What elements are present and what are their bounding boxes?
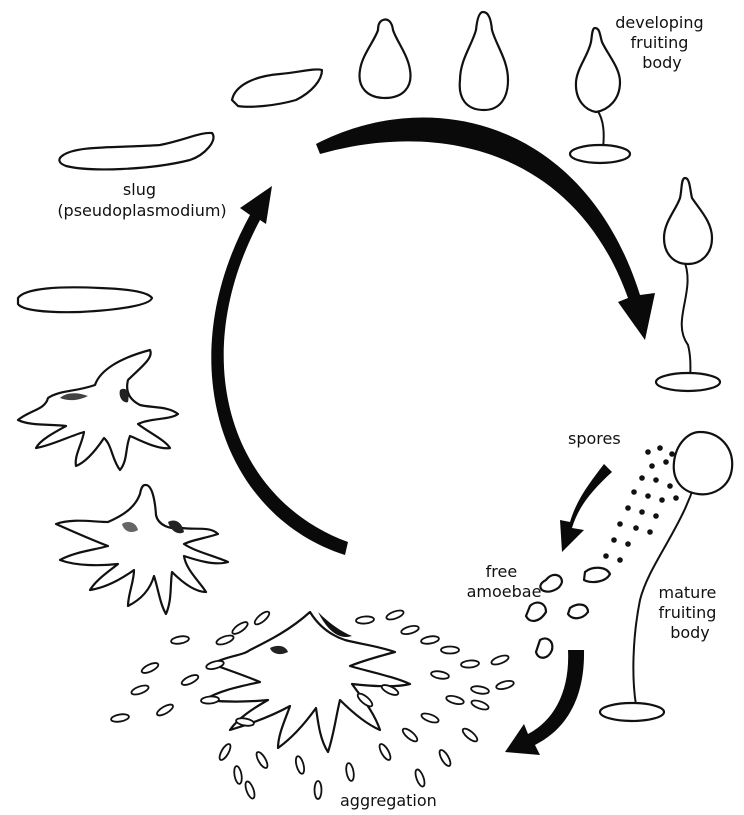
label-spores: spores bbox=[568, 429, 621, 448]
aggregate-with-tip-lower bbox=[56, 485, 228, 614]
spore-dot bbox=[663, 459, 669, 465]
arrow-left bbox=[211, 186, 348, 555]
mature-fruiting-body bbox=[600, 432, 732, 721]
spore-dot bbox=[657, 445, 663, 451]
spore-dot bbox=[633, 525, 639, 531]
amoeba-cell bbox=[401, 727, 419, 744]
amoeba-cell bbox=[441, 647, 459, 654]
amoeba-cell bbox=[111, 713, 130, 723]
spore-dot bbox=[603, 553, 609, 559]
amoeba-cell bbox=[215, 634, 234, 647]
amoeba-cell bbox=[231, 620, 250, 636]
amoeba-cell bbox=[400, 624, 419, 635]
spore-dot bbox=[673, 495, 679, 501]
amoeba-cell bbox=[495, 679, 514, 690]
spore-dot bbox=[653, 477, 659, 483]
amoeba-cell bbox=[155, 702, 174, 717]
label-free-amoebae: free amoebae bbox=[467, 562, 542, 601]
culmination-stage bbox=[460, 12, 508, 110]
spore-dot bbox=[647, 529, 653, 535]
spore-dot bbox=[617, 557, 623, 563]
aggregate-with-tip-upper bbox=[18, 350, 178, 470]
amoeba-cell bbox=[205, 659, 224, 670]
spore-dot bbox=[649, 463, 655, 469]
spore-dot bbox=[645, 449, 651, 455]
slug-stage-1 bbox=[59, 133, 213, 169]
amoeba-cell bbox=[254, 750, 269, 769]
amoeba-cell bbox=[244, 780, 257, 799]
late-fruiting-body bbox=[656, 178, 720, 391]
spore-dot bbox=[639, 509, 645, 515]
spore-dot bbox=[645, 493, 651, 499]
developing-fruiting-body bbox=[570, 28, 630, 163]
amoeba-cell bbox=[253, 610, 271, 627]
amoeba-cell bbox=[471, 685, 490, 695]
amoeba-cell bbox=[171, 635, 190, 645]
label-aggregation: aggregation bbox=[340, 791, 437, 810]
amoeba-cell bbox=[470, 699, 489, 712]
amoeba-cell bbox=[294, 755, 305, 774]
spore-dot bbox=[631, 489, 637, 495]
spore-dot bbox=[625, 541, 631, 547]
amoeba-cell bbox=[377, 742, 392, 761]
amoeba-cell bbox=[421, 635, 440, 645]
spore-dot bbox=[625, 505, 631, 511]
amoeba-cell bbox=[445, 694, 464, 705]
slug-stage-3 bbox=[18, 287, 152, 312]
spore-dot bbox=[653, 513, 659, 519]
amoeba-cell bbox=[180, 673, 199, 687]
amoeba-cell bbox=[385, 609, 404, 622]
spore-dot bbox=[617, 521, 623, 527]
amoeba-cell bbox=[315, 781, 322, 799]
amoeba-cell bbox=[461, 727, 479, 744]
amoeba-cell bbox=[437, 748, 452, 767]
slug-stage-2 bbox=[232, 69, 322, 106]
amoeba-cell bbox=[217, 742, 232, 761]
amoeba-cell bbox=[490, 654, 509, 667]
amoeba-cell bbox=[420, 712, 439, 725]
spore-dot bbox=[667, 483, 673, 489]
amoeba-cell bbox=[130, 684, 149, 697]
spore-dot bbox=[611, 537, 617, 543]
amoeba-cell bbox=[140, 661, 159, 675]
amoeba-cell bbox=[461, 660, 480, 669]
amoeba-cell bbox=[414, 768, 427, 787]
amoeba-cell bbox=[345, 763, 355, 782]
label-developing-fruiting-body: developing fruiting body bbox=[615, 13, 709, 72]
label-slug: slug (pseudoplasmodium) bbox=[57, 180, 226, 220]
arrow-spores-to-amoebae bbox=[560, 464, 612, 552]
amoeba-cell bbox=[431, 670, 450, 680]
spore-dot bbox=[659, 497, 665, 503]
amoeba-cell bbox=[356, 616, 375, 625]
amoeba-cell bbox=[201, 696, 220, 705]
spore-dot bbox=[639, 475, 645, 481]
amoeba-cell bbox=[233, 766, 243, 785]
arrow-amoebae-to-aggregation bbox=[505, 650, 584, 755]
mexican-hat-stage bbox=[360, 19, 411, 98]
label-mature-fruiting-body: mature fruiting body bbox=[659, 583, 722, 642]
